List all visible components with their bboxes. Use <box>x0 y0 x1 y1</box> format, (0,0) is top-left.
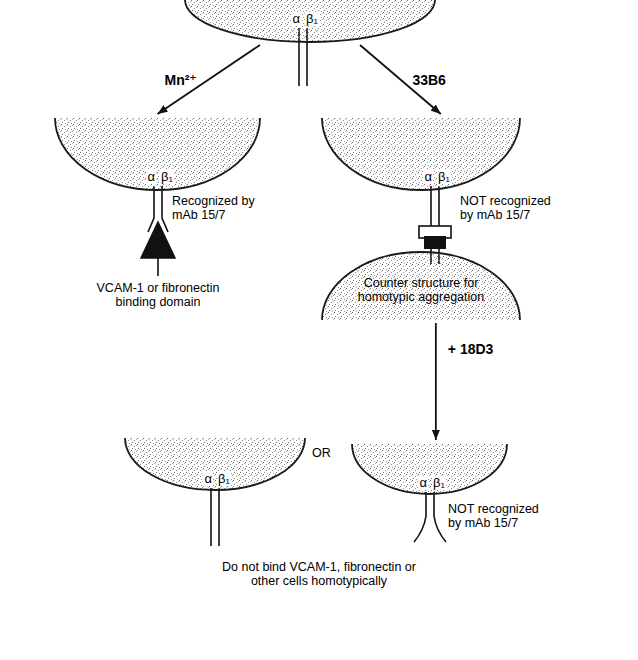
cell: α β₁ <box>322 118 520 190</box>
cell-membrane <box>322 252 520 320</box>
subunit-label: β₁ <box>217 472 231 486</box>
annotation-text: NOT recognized by mAb 15/7 <box>460 194 555 222</box>
arrow-connector <box>435 323 437 440</box>
alpha-subunit <box>414 492 426 542</box>
alpha-subunit <box>148 186 154 232</box>
cell-membrane <box>55 118 260 190</box>
cell-body <box>125 438 305 490</box>
annotation-text: VCAM-1 or fibronectin binding domain <box>88 281 228 309</box>
beta-subunit <box>438 186 440 227</box>
subunit-label: α <box>203 472 213 486</box>
treatment-label: 33B6 <box>412 72 445 88</box>
annotation-text: OR <box>312 446 331 460</box>
subunit-label: α <box>418 476 428 490</box>
arrow-connector <box>158 45 261 114</box>
cell-membrane <box>125 438 305 490</box>
beta-subunit <box>162 186 168 232</box>
cell: α β₁ <box>352 444 507 494</box>
cell-text: Counter structure for homotypic aggregat… <box>346 276 496 304</box>
subunit-label: α <box>146 170 156 184</box>
beta-subunit <box>434 492 446 542</box>
subunit-label: β₁ <box>305 12 319 26</box>
cell-body <box>322 252 520 320</box>
cell-outline <box>55 118 260 190</box>
cell-outline <box>125 438 305 490</box>
subunit-label: β₁ <box>437 170 451 184</box>
cell-membrane <box>322 118 520 190</box>
subunit-label: β₁ <box>432 476 446 490</box>
cell-outline <box>322 118 520 190</box>
ligand-triangle <box>141 222 175 258</box>
annotation-text: NOT recognized by mAb 15/7 <box>448 502 543 530</box>
cell-body <box>352 444 507 494</box>
cell-outline <box>352 444 507 494</box>
treatment-label: Mn²⁺ <box>164 72 196 88</box>
cell: α β₁ <box>125 438 305 490</box>
cell-body <box>322 118 520 190</box>
annotation-text: Do not bind VCAM-1, fibronectin or other… <box>214 560 424 588</box>
cell-body <box>55 118 260 190</box>
subunit-label: α <box>291 12 301 26</box>
antibody-block <box>424 236 446 249</box>
cell: α β₁ <box>55 118 260 190</box>
cell: α β₁ <box>185 0 435 42</box>
ligand-stem <box>157 258 159 276</box>
cell-body <box>185 0 435 42</box>
cell-membrane <box>352 444 507 494</box>
alpha-subunit <box>430 186 432 227</box>
cell-membrane <box>185 0 435 42</box>
subunit-label: β₁ <box>160 170 174 184</box>
annotation-text: Recognized by mAb 15/7 <box>172 194 262 222</box>
subunit-label: α <box>423 170 433 184</box>
treatment-label: + 18D3 <box>448 341 494 357</box>
beta-subunit <box>218 488 220 546</box>
cell: Counter structure for homotypic aggregat… <box>322 252 520 320</box>
alpha-subunit <box>210 488 212 546</box>
